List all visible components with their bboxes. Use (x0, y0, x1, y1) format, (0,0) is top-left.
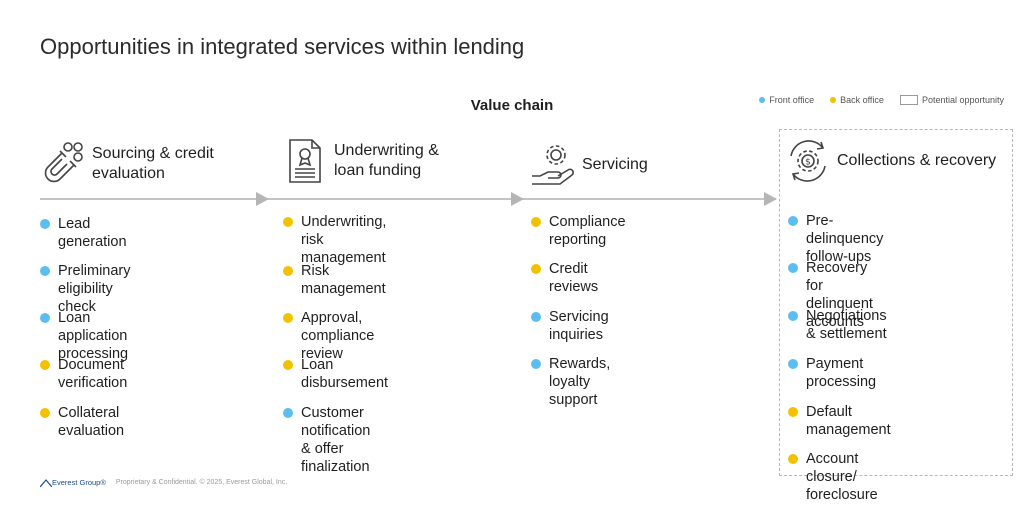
opportunity-box-icon (899, 95, 918, 105)
certificate-document-icon (289, 139, 321, 183)
legend-back-office-label: Back office (840, 95, 884, 105)
slide-title: Opportunities in integrated services wit… (40, 34, 525, 59)
list-item: Payment processing (788, 355, 876, 391)
bullet-dot (788, 454, 798, 464)
list-item: Rewards, loyalty support (531, 355, 610, 409)
list-item: Default management (788, 403, 891, 439)
footer: Everest Group® Proprietary & Confidentia… (40, 478, 287, 487)
list-item: Collateral evaluation (40, 404, 124, 440)
copyright-text: Proprietary & Confidential. © 2025, Ever… (115, 479, 288, 486)
bullet-dot (788, 263, 798, 273)
bullet-dot (788, 359, 798, 369)
bullet-dot (283, 313, 293, 323)
front-office-dot-icon (759, 97, 766, 103)
value-chain-title: Value chain (470, 97, 554, 114)
list-item: Account closure/ foreclosure (788, 450, 878, 504)
list-item: Approval, compliance review (283, 309, 374, 363)
bullet-dot (40, 360, 50, 370)
stage-servicing: Servicing (530, 142, 648, 188)
list-item: Underwriting, risk management (283, 213, 386, 267)
bullet-dot (40, 266, 50, 276)
bullet-dot (788, 216, 798, 226)
list-item: Credit reviews (531, 260, 598, 296)
magnet-icon (44, 142, 83, 183)
list-item: Lead generation (40, 215, 127, 251)
bullet-dot (531, 312, 541, 322)
list-item: Customer notification & offer finalizati… (283, 404, 370, 476)
bullet-dot (531, 264, 541, 274)
bullet-dot (531, 217, 541, 227)
list-item: Servicing inquiries (531, 308, 609, 344)
legend-front-office: Front office (759, 95, 814, 105)
list-item: Loan application processing (40, 309, 128, 363)
bullet-dot (283, 217, 293, 227)
mountain-logo-icon (40, 479, 52, 487)
bullet-dot (788, 311, 798, 321)
back-office-dot-icon (830, 97, 837, 103)
value-chain-arrow (40, 192, 777, 206)
bullet-dot (40, 408, 50, 418)
list-item: Negotiations & settlement (788, 307, 887, 343)
everest-group-logo: Everest Group® (40, 478, 106, 487)
legend-potential-opportunity: Potential opportunity (899, 95, 1004, 105)
list-item: Loan disbursement (283, 356, 388, 392)
stage-label: Collections & recovery (837, 152, 997, 169)
stage-label: Sourcing & credit evaluation (92, 145, 214, 182)
legend-potential-opportunity-label: Potential opportunity (921, 95, 1004, 105)
list-item: Pre-delinquency follow-ups (788, 212, 883, 266)
dollar-gear-cycle-icon: $ (790, 140, 826, 182)
bullet-dot (788, 407, 798, 417)
legend: Front office Back office Potential oppor… (743, 95, 1004, 105)
legend-back-office: Back office (830, 95, 884, 105)
logo-text: Everest Group® (52, 478, 106, 487)
list-item: Document verification (40, 356, 127, 392)
stage-underwriting: Underwriting & loan funding (282, 138, 439, 184)
hand-gear-icon (532, 145, 574, 185)
bullet-dot (283, 408, 293, 418)
potential-opportunity-box (779, 129, 1013, 476)
stage-collections: $ Collections & recovery (785, 138, 996, 184)
stage-label: Servicing (582, 156, 648, 173)
stage-sourcing: Sourcing & credit evaluation (40, 141, 214, 187)
list-item: Recovery for delinquent accounts (788, 259, 873, 331)
bullet-dot (531, 359, 541, 369)
svg-text:$: $ (805, 158, 811, 168)
bullet-dot (40, 313, 50, 323)
legend-front-office-label: Front office (769, 95, 815, 105)
list-item: Risk management (283, 262, 386, 298)
bullet-dot (283, 360, 293, 370)
list-item: Preliminary eligibility check (40, 262, 131, 316)
bullet-dot (283, 266, 293, 276)
bullet-dot (40, 219, 50, 229)
list-item: Compliance reporting (531, 213, 626, 249)
stage-label: Underwriting & loan funding (334, 142, 439, 179)
